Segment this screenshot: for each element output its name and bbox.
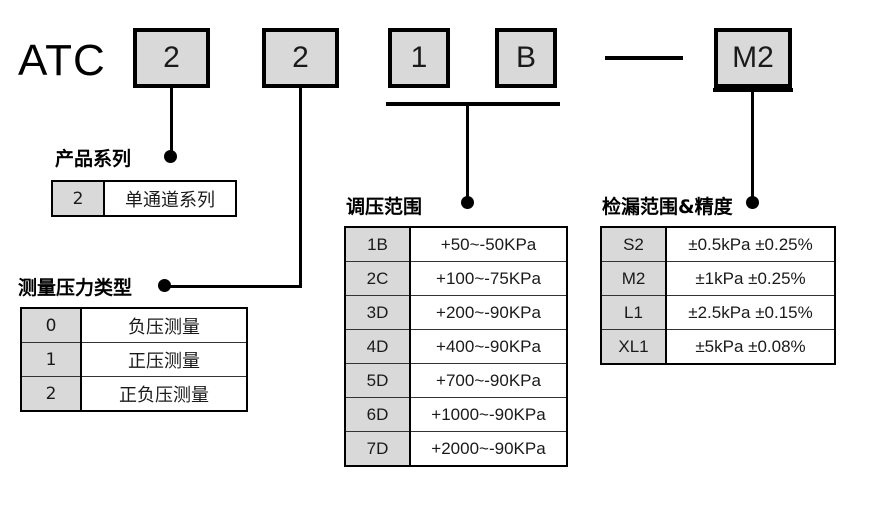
connector-range-vertical [466,102,469,202]
connector-range-dot [461,196,474,209]
leak-range-desc-0: ±0.5kPa ±0.25% [665,226,836,262]
pressure-type-code-1: 1 [20,342,82,377]
series-code: 2 [51,180,105,217]
connector-pressure-type-dot [158,279,171,292]
code-box-series[interactable]: 2 [133,28,210,88]
pressure-range-desc-4: +700~-90KPa [409,363,568,398]
table-row: 2 单通道系列 [51,180,237,217]
leak-range-desc-2: ±2.5kPa ±0.15% [665,295,836,330]
separator-dash [605,56,683,60]
pressure-range-desc-1: +100~-75KPa [409,261,568,296]
brand-label: ATC [18,36,106,85]
connector-series-dot [164,150,177,163]
table-row: 3D +200~-90KPa [344,295,568,330]
table-row: 0 负压测量 [20,307,248,343]
connector-leak-dot [746,196,759,209]
pressure-range-desc-5: +1000~-90KPa [409,397,568,432]
connector-series-vertical [170,88,173,157]
table-row: L1 ±2.5kPa ±0.15% [600,295,836,330]
table-row: 6D +1000~-90KPa [344,397,568,432]
pressure-type-code-2: 2 [20,376,82,412]
leak-range-code-1: M2 [600,261,667,296]
pressure-range-desc-0: +50~-50KPa [409,226,568,262]
caption-product-series: 产品系列 [55,148,132,170]
pressure-range-code-3: 4D [344,329,411,364]
pressure-type-desc-2: 正负压测量 [80,376,248,412]
pressure-type-code-0: 0 [20,307,82,343]
table-leak-range: S2 ±0.5kPa ±0.25% M2 ±1kPa ±0.25% L1 ±2.… [600,226,836,365]
connector-pressure-type-horizontal [164,285,302,288]
pressure-type-desc-0: 负压测量 [80,307,248,343]
series-desc: 单通道系列 [103,180,237,217]
code-box-range-1[interactable]: 1 [388,28,450,88]
leak-range-code-0: S2 [600,226,667,262]
table-product-series: 2 单通道系列 [51,180,237,217]
pressure-range-code-1: 2C [344,261,411,296]
caption-leak-range: 检漏范围&精度 [602,196,733,218]
code-box-range-2[interactable]: B [495,28,557,88]
pressure-range-desc-2: +200~-90KPa [409,295,568,330]
table-row: 7D +2000~-90KPa [344,431,568,467]
code-box-leak[interactable]: M2 [714,28,792,88]
table-row: M2 ±1kPa ±0.25% [600,261,836,296]
leak-range-code-2: L1 [600,295,667,330]
pressure-range-code-6: 7D [344,431,411,467]
connector-leak-vertical [751,88,754,202]
leak-range-code-3: XL1 [600,329,667,365]
table-row: XL1 ±5kPa ±0.08% [600,329,836,365]
pressure-range-code-0: 1B [344,226,411,262]
table-row: 4D +400~-90KPa [344,329,568,364]
code-box-pressure-type[interactable]: 2 [262,28,339,88]
pressure-range-desc-3: +400~-90KPa [409,329,568,364]
leak-range-desc-1: ±1kPa ±0.25% [665,261,836,296]
table-row: 2 正负压测量 [20,376,248,412]
table-pressure-type: 0 负压测量 1 正压测量 2 正负压测量 [20,307,248,412]
table-pressure-range: 1B +50~-50KPa 2C +100~-75KPa 3D +200~-90… [344,226,568,467]
table-row: S2 ±0.5kPa ±0.25% [600,226,836,262]
leak-range-desc-3: ±5kPa ±0.08% [665,329,836,365]
table-row: 2C +100~-75KPa [344,261,568,296]
pressure-range-desc-6: +2000~-90KPa [409,431,568,467]
caption-pressure-range: 调压范围 [346,196,423,218]
pressure-type-desc-1: 正压测量 [80,342,248,377]
caption-pressure-type: 测量压力类型 [18,277,133,299]
connector-pressure-type-vertical [299,88,302,286]
pressure-range-code-2: 3D [344,295,411,330]
pressure-range-code-4: 5D [344,363,411,398]
table-row: 1 正压测量 [20,342,248,377]
pressure-range-code-5: 6D [344,397,411,432]
connector-range-bracket [386,102,560,106]
table-row: 5D +700~-90KPa [344,363,568,398]
table-row: 1B +50~-50KPa [344,226,568,262]
